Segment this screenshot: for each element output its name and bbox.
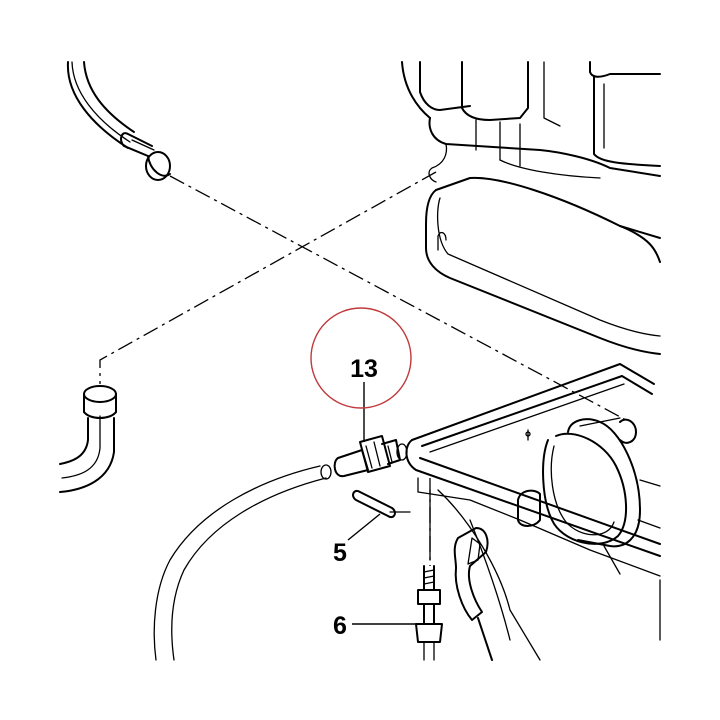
intake-frame <box>405 363 661 577</box>
lower-left-hose <box>59 385 117 493</box>
part-5-pin[interactable] <box>352 490 411 518</box>
lower-struts <box>429 489 661 661</box>
engine-housing <box>401 61 661 183</box>
clamp-bracket <box>453 527 489 621</box>
assembly-lines <box>99 171 627 566</box>
highlight-circle <box>310 307 412 409</box>
part-13-sensor[interactable] <box>333 435 408 478</box>
callout-6: 6 <box>333 612 347 640</box>
callout-13: 13 <box>350 355 378 383</box>
throttle-port <box>542 417 661 548</box>
vacuum-hose <box>153 464 332 661</box>
leader-lines <box>347 382 418 625</box>
part-6-stud[interactable] <box>415 565 443 661</box>
callout-5: 5 <box>333 539 347 567</box>
engine-tray <box>425 176 661 355</box>
upper-hose <box>66 61 135 149</box>
upper-hose-fitting <box>120 132 171 181</box>
